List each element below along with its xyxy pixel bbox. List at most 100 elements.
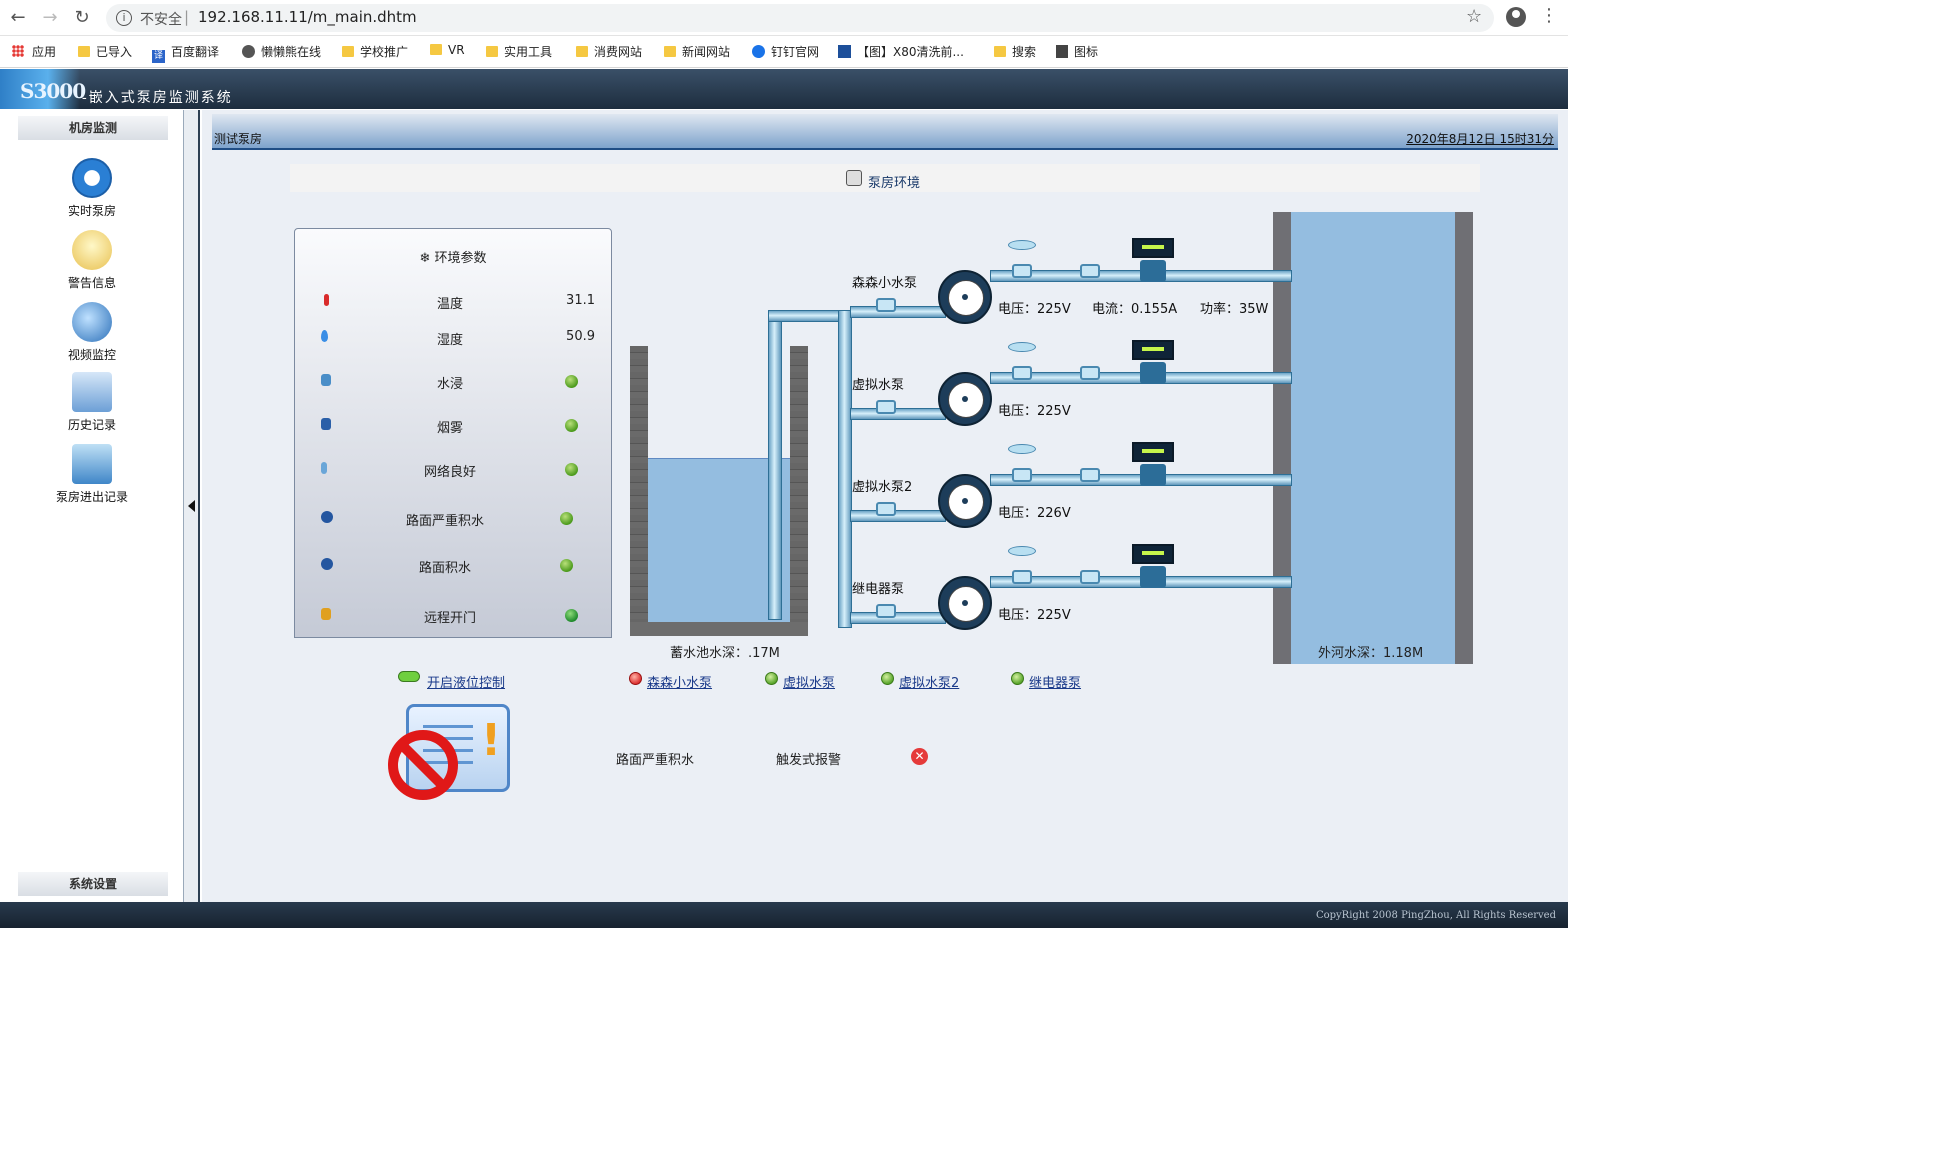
person-icon — [1056, 45, 1068, 58]
pump-icon[interactable] — [938, 576, 992, 630]
prohibited-icon — [388, 730, 458, 800]
info-icon[interactable]: i — [116, 10, 132, 26]
tank-base — [630, 622, 808, 636]
bookmark-icons[interactable]: 图标 — [1056, 43, 1098, 60]
image-icon — [838, 45, 851, 58]
tank-wall-left — [630, 346, 648, 622]
pump-link-2[interactable]: 虚拟水泵 — [783, 676, 836, 691]
sensor-icon — [321, 558, 333, 570]
status-indicator — [565, 463, 578, 476]
flow-meter-icon — [1140, 362, 1166, 384]
pump-house-icon — [846, 170, 862, 186]
bookmark-apps[interactable]: 应用 — [12, 43, 56, 60]
bookmark-imported[interactable]: 已导入 — [78, 43, 132, 60]
bookmark-baidu-translate[interactable]: 译百度翻译 — [152, 45, 220, 63]
address-bar[interactable]: i 不安全 | 192.168.11.11/m_main.dhtm — [106, 4, 1494, 32]
suction-pipe — [850, 612, 946, 624]
gate-valve-body-icon — [1012, 570, 1032, 584]
folder-icon — [994, 46, 1006, 57]
flow-meter-display-icon — [1132, 442, 1174, 462]
status-indicator — [560, 559, 573, 572]
bookmark-news[interactable]: 新闻网站 — [664, 43, 730, 60]
reload-icon[interactable]: ↻ — [74, 7, 90, 28]
bookmark-x80[interactable]: 【图】X80清洗前... — [838, 43, 964, 60]
bookmark-school[interactable]: 学校推广 — [342, 43, 408, 60]
account-icon[interactable] — [1506, 7, 1526, 27]
flow-meter-icon — [1140, 464, 1166, 486]
pump-voltage: 电压：225V — [998, 404, 1071, 419]
bookmark-shopping[interactable]: 消费网站 — [576, 43, 642, 60]
section-title: 泵房环境 — [868, 176, 921, 191]
menu-icon[interactable]: ⋮ — [1540, 5, 1558, 26]
pump-icon[interactable] — [938, 270, 992, 324]
level-control-link[interactable]: 开启液位控制 — [427, 676, 506, 691]
folder-icon — [430, 44, 442, 55]
url-text[interactable]: 192.168.11.11/m_main.dhtm — [198, 8, 417, 26]
camera-globe-icon — [72, 302, 112, 342]
alarm-disabled-icon: ! — [386, 700, 514, 810]
env-row-road-flood: 路面积水 — [295, 555, 613, 576]
bookmark-star-icon[interactable]: ☆ — [1466, 6, 1483, 27]
folder-icon — [664, 46, 676, 57]
alarm-clear-icon[interactable]: ✕ — [911, 748, 928, 765]
pump-link-3[interactable]: 虚拟水泵2 — [899, 676, 960, 691]
water-leak-icon — [321, 374, 331, 386]
pump-link-1[interactable]: 森森小水泵 — [647, 676, 713, 691]
check-valve-icon — [1080, 570, 1100, 584]
sensor-icon — [321, 511, 333, 523]
document-icon: ! — [406, 704, 510, 792]
env-row-humidity: 湿度 50.9 — [295, 327, 613, 348]
level-control-toggle[interactable] — [398, 671, 420, 682]
forward-icon[interactable]: → — [42, 7, 58, 28]
sidebar-section-monitoring[interactable]: 机房监测 — [18, 116, 168, 140]
suction-pipe — [850, 510, 946, 522]
alarm-name: 路面严重积水 — [616, 753, 695, 768]
sidebar-item-video[interactable]: 视频监控 — [40, 302, 144, 363]
bookmark-lanlanxiong[interactable]: 懒懒熊在线 — [242, 43, 321, 60]
main-title-bar: 测试泵房 2020年8月12日 15时31分 — [212, 114, 1558, 150]
flow-meter-icon — [1140, 566, 1166, 588]
env-row-temperature: 温度 31.1 — [295, 291, 613, 312]
app-title: -嵌入式泵房监测系统 — [82, 90, 233, 106]
sidebar-item-access-log[interactable]: 泵房进出记录 — [40, 444, 144, 505]
pump-name: 继电器泵 — [852, 582, 905, 597]
pump-voltage: 电压：225V — [998, 302, 1071, 317]
folder-icon — [342, 46, 354, 57]
gate-valve-icon — [1008, 546, 1036, 556]
sidebar-item-warnings[interactable]: 警告信息 — [40, 230, 144, 291]
pump-icon[interactable] — [938, 474, 992, 528]
pump-icon[interactable] — [938, 372, 992, 426]
gate-valve-icon — [1008, 342, 1036, 352]
folder-icon — [486, 46, 498, 57]
flow-meter-display-icon — [1132, 340, 1174, 360]
check-valve-icon — [1080, 468, 1100, 482]
exclamation-icon: ! — [481, 715, 502, 766]
folder-icon — [576, 46, 588, 57]
sidebar-item-history[interactable]: 历史记录 — [40, 372, 144, 433]
smoke-icon — [321, 418, 331, 430]
reservoir-tank — [630, 346, 808, 636]
collapse-arrow-icon[interactable] — [188, 500, 195, 512]
app-header: S3000 -嵌入式泵房监测系统 — [0, 69, 1568, 109]
bookmark-dingtalk[interactable]: 钉钉官网 — [752, 43, 819, 60]
status-indicator — [565, 375, 578, 388]
environment-panel-title: ❄ 环境参数 — [419, 251, 487, 266]
sidebar: 机房监测 实时泵房 警告信息 视频监控 历史记录 泵房进出记录 系统设置 — [0, 110, 184, 902]
env-row-remote-door: 远程开门 — [295, 605, 613, 626]
back-icon[interactable]: ← — [10, 7, 26, 28]
bookmark-search[interactable]: 搜索 — [994, 43, 1036, 60]
bookmark-tools[interactable]: 实用工具 — [486, 43, 552, 60]
riser-pipe — [768, 310, 782, 620]
reservoir-depth-label: 蓄水池水深：.17M — [670, 646, 780, 661]
pump-link-4[interactable]: 继电器泵 — [1029, 676, 1082, 691]
pump-status-dot — [629, 672, 642, 685]
globe-icon — [242, 45, 255, 58]
current-datetime[interactable]: 2020年8月12日 15时31分 — [1406, 132, 1554, 146]
bookmark-vr[interactable]: VR — [430, 43, 465, 57]
env-row-network: 网络良好 — [295, 459, 613, 480]
dingtalk-icon — [752, 45, 765, 58]
status-indicator[interactable] — [565, 609, 578, 622]
sidebar-section-settings[interactable]: 系统设置 — [18, 872, 168, 896]
droplet-icon — [321, 330, 328, 342]
sidebar-item-realtime-pump[interactable]: 实时泵房 — [40, 158, 144, 219]
